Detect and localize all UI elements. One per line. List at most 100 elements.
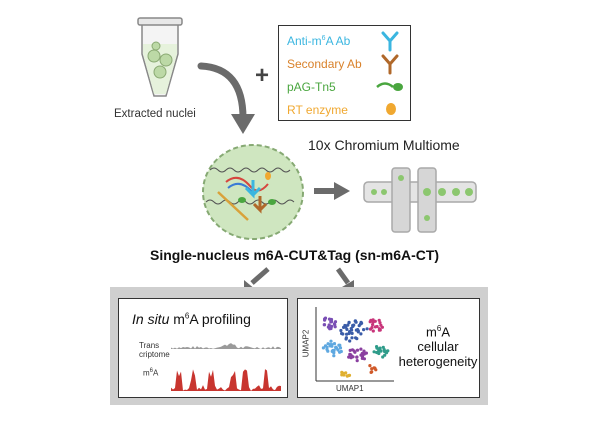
umap-point (322, 323, 327, 327)
umap-point (371, 329, 375, 333)
insitu-title: In situ m6A profiling (132, 311, 251, 327)
umap-point (326, 349, 330, 353)
coverage-tracks (171, 343, 281, 391)
umap-point (359, 320, 363, 324)
umap-point (355, 355, 359, 359)
umap-xlabel: UMAP1 (336, 384, 364, 393)
umap-point (353, 350, 357, 354)
umap-point (349, 327, 353, 331)
rt-enzyme-icon (386, 103, 396, 115)
umap-point (370, 367, 374, 371)
umap-point (383, 353, 387, 357)
umap-point (379, 349, 383, 353)
umap-point (348, 352, 352, 356)
umap-point (348, 339, 352, 343)
umap-point (362, 349, 366, 353)
umap-point (377, 318, 381, 322)
umap-point (345, 332, 349, 336)
curved-arrow-icon (197, 62, 255, 134)
umap-point (371, 320, 375, 324)
umap-point (365, 327, 369, 331)
umap-point (360, 354, 364, 358)
umap-point (355, 359, 359, 363)
right-arrow-icon (314, 182, 350, 200)
umap-point (332, 354, 336, 358)
umap-point (364, 351, 368, 355)
umap-point (368, 320, 372, 324)
umap-point (371, 323, 375, 327)
umap-point (332, 342, 337, 346)
umap-point (332, 351, 336, 355)
umap-point (375, 324, 379, 329)
umap-point (383, 349, 387, 354)
umap-point (338, 343, 342, 347)
umap-point (345, 374, 349, 378)
umap-point (362, 328, 366, 332)
umap-point (340, 370, 344, 374)
umap-point (378, 321, 382, 325)
legend-item-rt-enzyme: RT enzyme (287, 103, 348, 117)
umap-point (326, 342, 330, 346)
umap-point (328, 327, 332, 331)
umap-point (330, 324, 334, 328)
umap-point (346, 323, 350, 327)
pag-tn5-icon (376, 82, 403, 91)
umap-point (369, 370, 373, 374)
heterogeneity-box: UMAP2 UMAP1 m6A cellular heterogeneity (297, 298, 480, 398)
legend-item-secondary-ab: Secondary Ab (287, 57, 362, 71)
umap-point (355, 348, 360, 352)
umap-point (343, 324, 347, 329)
legend-item-anti-m6a: Anti-m6A Ab (287, 34, 351, 48)
umap-point (368, 364, 372, 368)
umap-plot (315, 307, 394, 382)
umap-point (325, 345, 329, 349)
microfluidic-chip-icon (363, 167, 477, 233)
umap-point (344, 336, 348, 340)
legend-item-pag-tn5: pAG-Tn5 (287, 80, 336, 94)
umap-point (349, 356, 353, 360)
umap-point (345, 327, 349, 331)
umap-point (341, 332, 345, 336)
umap-point (359, 332, 363, 336)
umap-point (368, 327, 373, 331)
umap-ylabel: UMAP2 (301, 329, 311, 358)
umap-point (347, 355, 351, 359)
m6a-track-label: m6A (143, 368, 159, 378)
nuclei-tube-icon (137, 17, 183, 97)
umap-point (336, 348, 340, 352)
umap-point (327, 317, 332, 321)
umap-point (379, 323, 383, 327)
umap-point (348, 330, 352, 334)
umap-point (338, 346, 343, 350)
umap-point (350, 336, 354, 340)
reagent-legend: Anti-m6A Ab Secondary Ab pAG-Tn5 RT enzy… (278, 25, 411, 121)
nuclei-label: Extracted nuclei (114, 108, 196, 120)
main-title: Single-nucleus m6A-CUT&Tag (sn-m6A-CT) (150, 247, 440, 263)
umap-point (348, 348, 352, 352)
umap-point (377, 328, 381, 332)
umap-point (330, 343, 334, 347)
umap-point (373, 366, 377, 370)
multiome-label: 10x Chromium Multiome (308, 137, 460, 153)
umap-point (351, 323, 355, 328)
umap-point (385, 349, 389, 353)
umap-point (329, 339, 333, 343)
umap-point (350, 331, 354, 335)
umap-point (333, 323, 337, 327)
umap-point (359, 347, 363, 351)
umap-point (372, 350, 376, 354)
secondary-antibody-icon (381, 54, 399, 75)
umap-point (347, 321, 351, 325)
umap-point (353, 319, 357, 323)
umap-point (375, 350, 379, 355)
umap-point (354, 336, 358, 340)
umap-point (344, 371, 348, 375)
plus-sign: + (255, 62, 270, 89)
nucleus-illustration (202, 144, 304, 240)
antibody-icon (381, 31, 399, 52)
umap-point (321, 346, 325, 350)
heterogeneity-title: m6A cellular heterogeneity (398, 324, 478, 370)
